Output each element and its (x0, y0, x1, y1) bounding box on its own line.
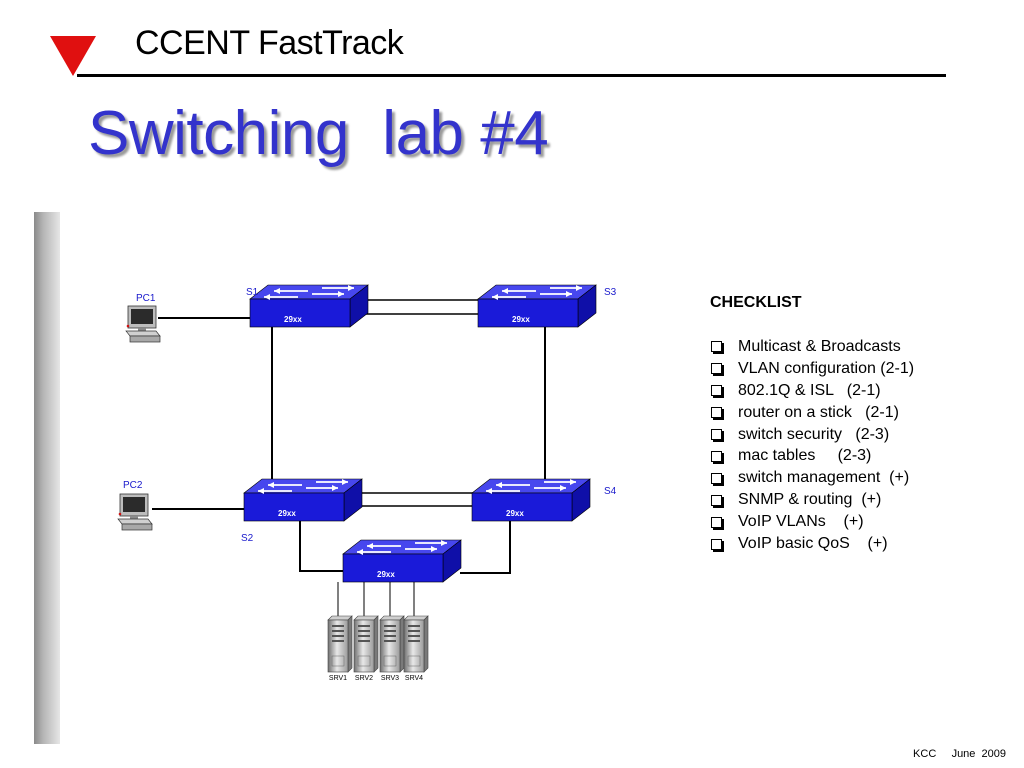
checklist-item-label: VoIP VLANs (+) (738, 513, 864, 531)
header-title: CCENT FastTrack (135, 24, 404, 62)
checklist-item: switch management (+) (710, 467, 914, 489)
switch-model-label: 29xx (377, 570, 395, 579)
side-decoration-bar (34, 212, 60, 744)
slide-title: Switching lab #4 (88, 99, 549, 168)
pc-label-pc1: PC1 (136, 293, 156, 304)
server-label-srv1: SRV1 (329, 675, 347, 682)
pc-icon (117, 493, 153, 531)
switch-s1: 29xx (249, 284, 369, 328)
pc-icon (125, 305, 161, 343)
checklist-title: CHECKLIST (710, 294, 802, 311)
checklist-item: switch security (2-3) (710, 424, 914, 446)
checkbox-icon (711, 341, 722, 353)
checkbox-icon (711, 516, 722, 528)
checklist-item-label: switch management (+) (738, 469, 910, 487)
switch-s4: 29xx (471, 478, 591, 522)
footer-date: June 2009 (951, 748, 1006, 760)
switch-model-label: 29xx (506, 509, 524, 518)
server-icon (327, 615, 353, 673)
switch-label-s1: S1 (246, 287, 259, 298)
checklist-item-label: switch security (2-3) (738, 425, 890, 443)
checklist-item-label: VoIP basic QoS (+) (738, 535, 888, 553)
footer: KCC June 2009 (913, 748, 1006, 760)
checklist-item-label: VLAN configuration (2-1) (738, 359, 915, 377)
checklist-item: VLAN configuration (2-1) (710, 358, 914, 380)
switch-label-s3: S3 (604, 287, 617, 298)
checkbox-icon (711, 472, 722, 484)
checklist-item: VoIP basic QoS (+) (710, 533, 914, 555)
checkbox-icon (711, 385, 722, 397)
checklist-item-label: router on a stick (2-1) (738, 403, 899, 421)
switch-s5: 29xx (342, 539, 462, 583)
checklist-item: Multicast & Broadcasts (710, 336, 914, 358)
checkbox-icon (711, 450, 722, 462)
switch-label-s2: S2 (241, 533, 254, 544)
checkbox-icon (711, 428, 722, 440)
switch-s3: 29xx (477, 284, 597, 328)
server-label-srv3: SRV3 (381, 675, 399, 682)
checkbox-icon (711, 494, 722, 506)
footer-org: KCC (913, 748, 937, 760)
switch-label-s4: S4 (604, 486, 617, 497)
header-rule (77, 74, 946, 77)
switch-model-label: 29xx (512, 315, 530, 324)
checklist-item-label: 802.1Q & ISL (2-1) (738, 381, 881, 399)
server-label-srv2: SRV2 (355, 675, 373, 682)
checklist-item: mac tables (2-3) (710, 445, 914, 467)
checklist-item-label: Multicast & Broadcasts (738, 337, 901, 355)
checklist-item: router on a stick (2-1) (710, 402, 914, 424)
checkbox-icon (711, 407, 722, 419)
switch-s2: 29xx (243, 478, 363, 522)
checklist-item: SNMP & routing (+) (710, 489, 914, 511)
server-icon (403, 615, 429, 673)
link-s4-s5 (460, 520, 511, 574)
server-label-srv4: SRV4 (405, 675, 423, 682)
server-icon (379, 615, 405, 673)
checklist-item: 802.1Q & ISL (2-1) (710, 380, 914, 402)
checklist-item-label: SNMP & routing (+) (738, 491, 882, 509)
checklist-item-label: mac tables (2-3) (738, 447, 872, 465)
links (152, 299, 546, 616)
link-s2-s5 (299, 520, 345, 572)
switch-model-label: 29xx (284, 315, 302, 324)
switch-model-label: 29xx (278, 509, 296, 518)
pc-label-pc2: PC2 (123, 480, 143, 491)
devices: 29xx 29xx 29xx 29xx 29xx (117, 284, 597, 673)
checkbox-icon (711, 363, 722, 375)
server-icon (353, 615, 379, 673)
checkbox-icon (711, 538, 722, 550)
checklist-item: VoIP VLANs (+) (710, 511, 914, 533)
red-triangle-icon (50, 36, 96, 76)
